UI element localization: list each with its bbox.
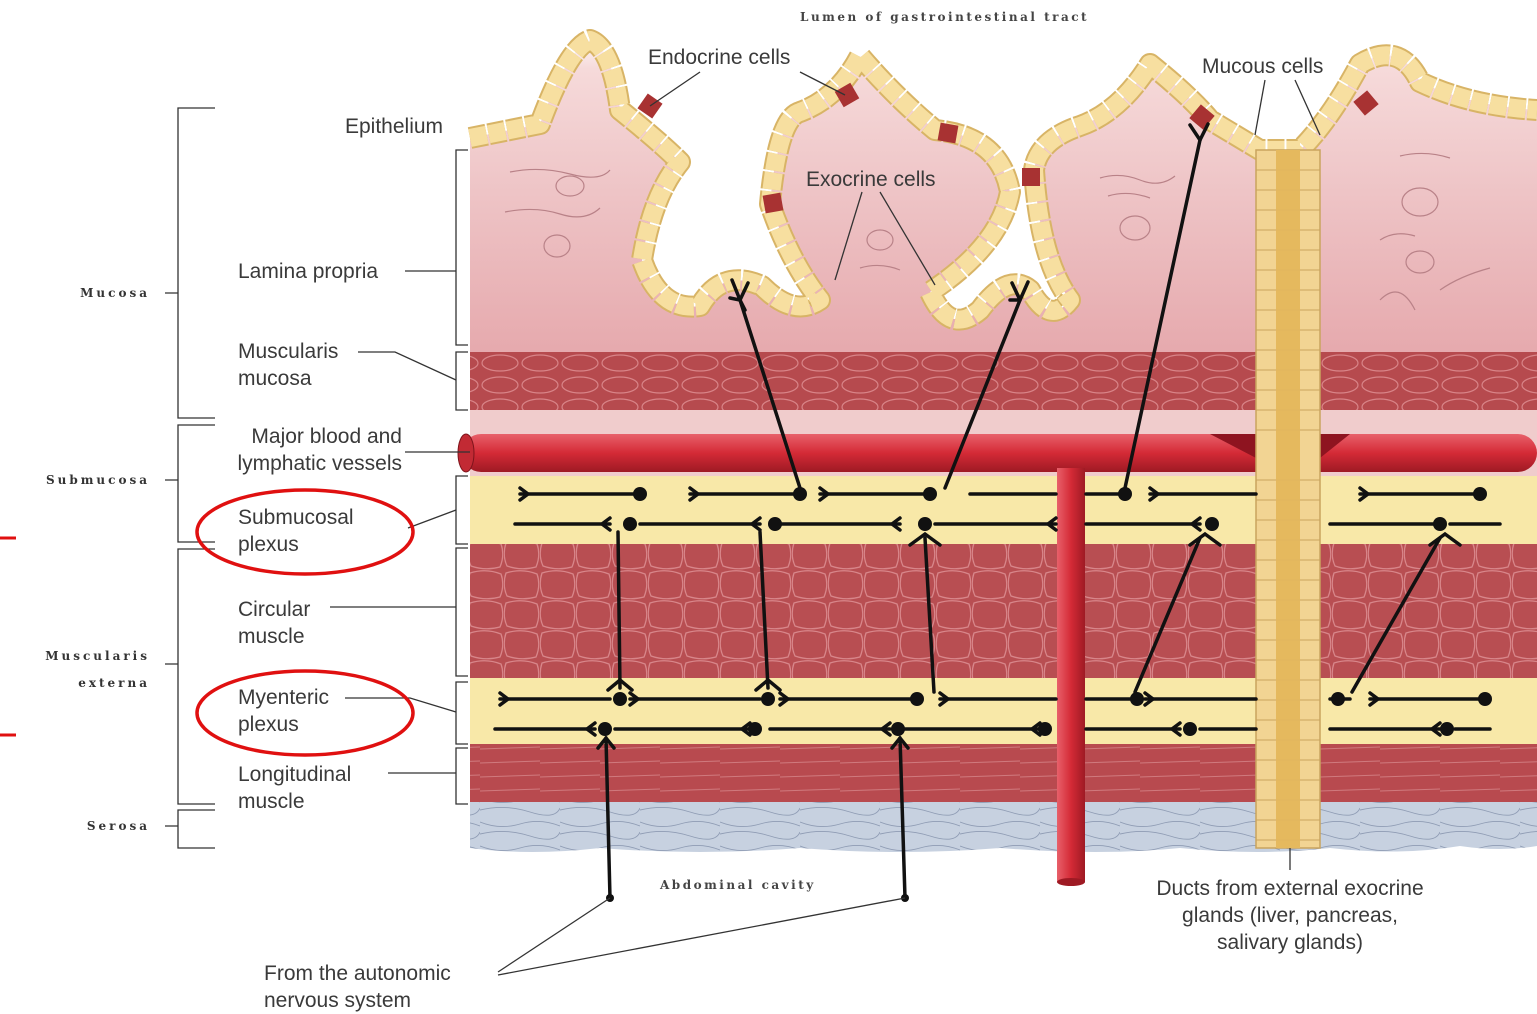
label-lamina-propria: Lamina propria — [238, 258, 378, 285]
label-endocrine-cells: Endocrine cells — [648, 44, 790, 71]
group-muscularis-externa: Muscularis externa — [0, 643, 150, 697]
label-longitudinal-muscle: Longitudinal muscle — [238, 761, 351, 815]
label-submucosal-plexus: Submucosal plexus — [238, 504, 354, 558]
label-vessels: Major blood and lymphatic vessels — [210, 423, 402, 477]
longitudinal-muscle-layer — [470, 744, 1537, 802]
label-exocrine-cells: Exocrine cells — [806, 166, 936, 193]
label-ducts: Ducts from external exocrine glands (liv… — [1110, 875, 1470, 956]
circular-muscle-layer — [470, 544, 1537, 678]
submucosal-plexus-band — [470, 476, 1537, 544]
vessel-end — [1057, 878, 1085, 886]
label-mucous-cells: Mucous cells — [1202, 53, 1323, 80]
group-mucosa: Mucosa — [20, 280, 150, 307]
label-muscularis-mucosa: Muscularis mucosa — [238, 338, 338, 392]
blood-vessel-vertical — [1057, 468, 1085, 882]
group-submucosa: Submucosa — [0, 467, 150, 494]
lumen-caption: Lumen of gastrointestinal tract — [800, 10, 1089, 24]
label-circular-muscle: Circular muscle — [238, 596, 310, 650]
label-autonomic: From the autonomic nervous system — [264, 960, 451, 1014]
serosa-layer — [470, 802, 1537, 852]
label-epithelium: Epithelium — [345, 113, 443, 140]
cavity-caption: Abdominal cavity — [660, 878, 816, 892]
label-myenteric-plexus: Myenteric plexus — [238, 684, 329, 738]
blood-vessel-horizontal — [458, 434, 1537, 472]
muscularis-mucosa-layer — [470, 352, 1537, 410]
exocrine-duct — [1256, 150, 1320, 848]
group-serosa: Serosa — [20, 813, 150, 840]
